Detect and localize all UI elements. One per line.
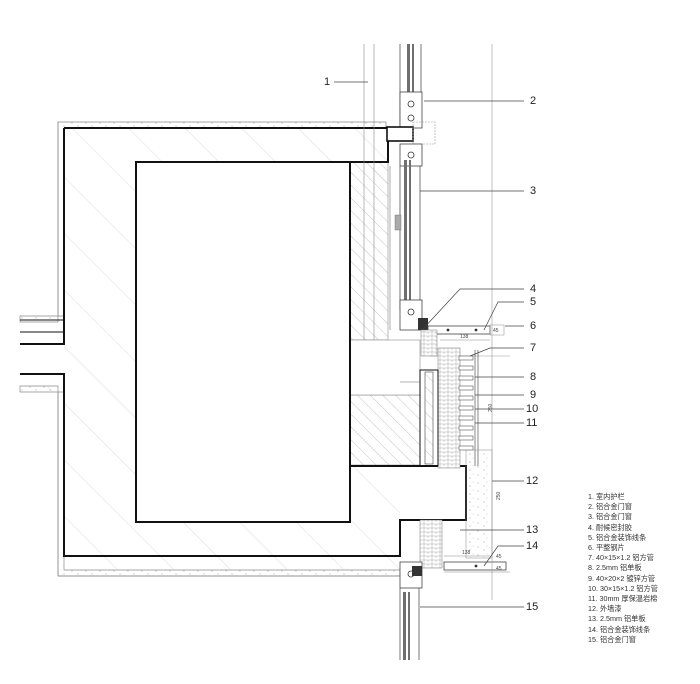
concrete-frame [20, 127, 467, 570]
legend-item: 10. 30×15×1.2 铝方管 [588, 583, 658, 593]
legend-item: 7. 40×15×1.2 铝方管 [588, 553, 654, 563]
callout-14: 14 [526, 540, 539, 552]
callout-12: 12 [526, 475, 539, 487]
legend-item: 13. 2.5mm 铝单板 [588, 614, 646, 624]
callout-5: 5 [530, 296, 537, 308]
svg-text:138: 138 [462, 550, 471, 556]
callout-9: 9 [530, 389, 537, 401]
exterior-paint-layer: 250 [419, 449, 502, 569]
callout-7: 7 [530, 342, 537, 354]
lower-window-frame [399, 561, 423, 660]
svg-text:45: 45 [493, 328, 499, 334]
legend-item: 4. 耐候密封胶 [588, 522, 632, 532]
callout-6: 6 [530, 320, 537, 332]
legend-item: 6. 平整钢片 [588, 543, 625, 553]
callout-4: 4 [530, 283, 537, 295]
leader-lines [334, 81, 524, 608]
legend-item: 12. 外墙漆 [588, 604, 622, 614]
svg-text:45: 45 [496, 566, 502, 572]
legend-item: 1. 室内护栏 [588, 492, 625, 501]
legend: 1. 室内护栏 2. 铝合金门窗 3. 铝合金门窗 4. 耐候密封胶 5. 铝合… [588, 492, 658, 645]
legend-item: 9. 40×20×2 镀锌方管 [588, 573, 656, 583]
upper-window-frame [363, 44, 436, 340]
callout-11: 11 [526, 417, 538, 429]
svg-text:250: 250 [496, 491, 502, 500]
callout-10: 10 [526, 403, 539, 415]
lower-sill-trim: 138 45 45 [443, 550, 510, 573]
legend-item: 15. 铝合金门窗 [588, 634, 636, 644]
callout-1: 1 [324, 76, 331, 88]
callout-8: 8 [530, 371, 537, 383]
svg-text:138: 138 [460, 334, 469, 340]
callout-3: 3 [530, 185, 537, 197]
cladding-panel-assembly: 250 [400, 329, 494, 469]
legend-item: 3. 铝合金门窗 [588, 512, 632, 522]
legend-item: 14. 铝合金装饰线条 [588, 624, 651, 634]
legend-item: 2. 铝合金门窗 [588, 502, 632, 512]
legend-item: 5. 铝合金装饰线条 [588, 532, 647, 542]
legend-item: 8. 2.5mm 铝单板 [588, 563, 642, 573]
callout-13: 13 [526, 524, 539, 536]
svg-text:45: 45 [496, 554, 502, 560]
svg-text:250: 250 [488, 403, 494, 412]
callout-15: 15 [526, 601, 539, 613]
legend-item: 11. 30mm 厚保温岩棉 [588, 594, 658, 604]
callout-2: 2 [530, 95, 537, 107]
